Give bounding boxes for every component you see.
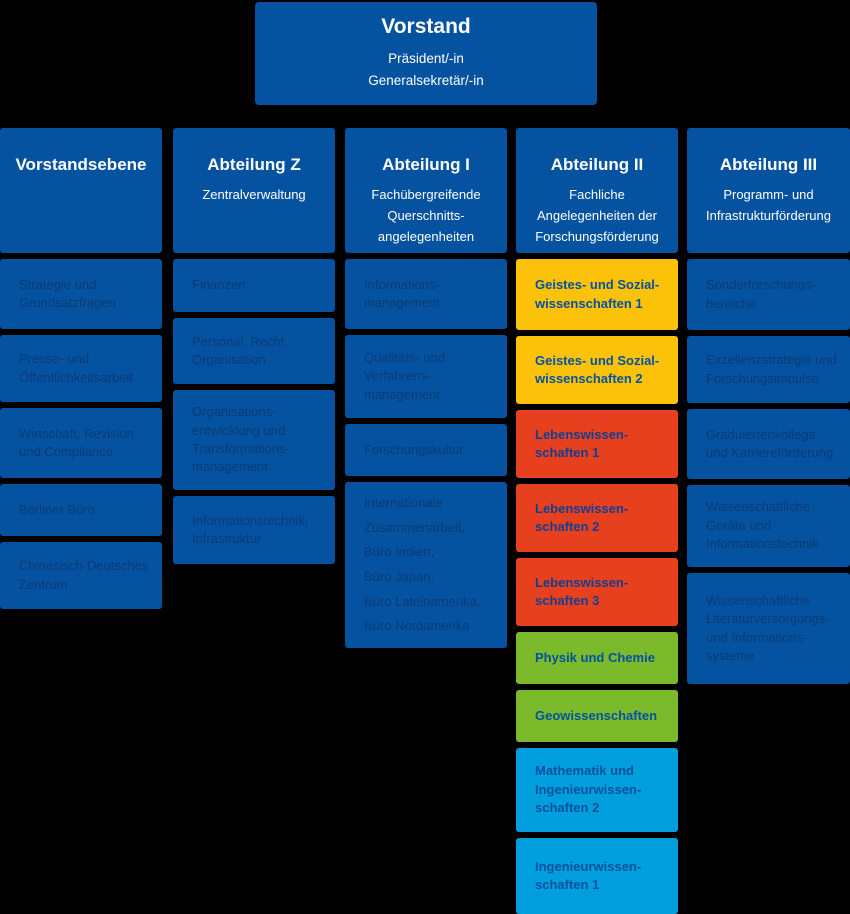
box-label: Geistes- und Sozial- wissenschaften 2	[535, 352, 660, 386]
box-label: Wissenschaftliche Geräte und Information…	[706, 499, 819, 552]
box-graduiertenkollegs-und-karrierefoerderung: Graduiertenkollegs und Karriereförderung	[687, 409, 850, 479]
box-label: Exzellenzstrategie und Forschungsimpulse	[706, 352, 837, 386]
box-label: Personal, Recht, Organisation	[192, 333, 289, 367]
box-label: Qualitäts- und Verfahrens- management	[364, 349, 445, 402]
box-label: Geowissenschaften	[535, 707, 658, 723]
box-label: Lebenswissen- schaften 3	[535, 574, 629, 608]
box-label: Informations- management	[364, 276, 440, 310]
box-label: Graduiertenkollegs und Karriereförderung	[706, 426, 834, 460]
vorstand-subtitle: Präsident/-in Generalsekretär/-in	[368, 50, 484, 88]
box-wirtschaft-revision-compliance: Wirtschaft, Revision und Compliance	[0, 408, 162, 478]
column-subtitle: Fachliche Angelegenheiten der Forschungs…	[535, 187, 659, 244]
column-abteilung-1: Abteilung I Fachübergreifende Querschnit…	[345, 128, 507, 648]
box-internationale-zusammenarbeit: Internationale Zusammenarbeit, Büro Indi…	[345, 482, 507, 648]
column-title: Vorstandsebene	[15, 155, 147, 174]
box-label: Wissenschaftliche Literaturversorgungs- …	[706, 592, 830, 663]
box-wissenschaftliche-literaturversorgungs-und-informationssysteme: Wissenschaftliche Literaturversorgungs- …	[687, 573, 850, 684]
box-berliner-buero: Berliner Büro	[0, 484, 162, 536]
vorstand-box: Vorstand Präsident/-in Generalsekretär/-…	[255, 2, 597, 105]
header-abteilung-z: Abteilung Z Zentralverwaltung	[173, 128, 335, 253]
box-sonderforschungsbereiche: Sonderforschungs- bereiche	[687, 259, 850, 330]
box-label: Informationstechnik, Infrastruktur	[192, 512, 309, 546]
header-abteilung-3: Abteilung III Programm- und Infrastruktu…	[687, 128, 850, 253]
box-wissenschaftliche-geraete-und-informationstechnik: Wissenschaftliche Geräte und Information…	[687, 485, 850, 567]
column-subtitle: Zentralverwaltung	[202, 187, 306, 202]
box-label: Ingenieurwissen- schaften 1	[535, 858, 642, 892]
box-strategie-und-grundsatzfragen: Strategie und Grundsatzfragen	[0, 259, 162, 329]
box-label: Presse- und Öffentlichkeitsarbeit	[19, 351, 133, 385]
box-mathematik-und-ingenieurwissenschaften-2: Mathematik und Ingenieurwissen- schaften…	[516, 748, 678, 832]
box-label: Forschungskultur	[364, 441, 464, 457]
box-physik-und-chemie: Physik und Chemie	[516, 632, 678, 684]
header-abteilung-1: Abteilung I Fachübergreifende Querschnit…	[345, 128, 507, 253]
column-title: Abteilung II	[550, 155, 644, 174]
box-geistes-und-sozialwissenschaften-2: Geistes- und Sozial- wissenschaften 2	[516, 336, 678, 404]
box-label: Berliner Büro	[19, 501, 95, 517]
box-label: Geistes- und Sozial- wissenschaften 1	[535, 277, 660, 311]
box-lebenswissenschaften-3: Lebenswissen- schaften 3	[516, 558, 678, 626]
box-geowissenschaften: Geowissenschaften	[516, 690, 678, 742]
box-label: Mathematik und Ingenieurwissen- schaften…	[535, 763, 642, 816]
column-title: Abteilung III	[719, 155, 818, 174]
box-forschungskultur: Forschungskultur	[345, 424, 507, 476]
box-label: Finanzen	[192, 277, 246, 293]
column-abteilung-2: Abteilung II Fachliche Angelegenheiten d…	[516, 128, 678, 914]
box-label: Physik und Chemie	[535, 649, 655, 665]
box-lebenswissenschaften-2: Lebenswissen- schaften 2	[516, 484, 678, 552]
box-label: Organisations- entwicklung und Transform…	[192, 404, 290, 475]
header-vorstandsebene: Vorstandsebene	[0, 128, 162, 253]
box-personal-recht-organisation: Personal, Recht, Organisation	[173, 318, 335, 384]
box-label: Sonderforschungs- bereiche	[706, 277, 816, 311]
box-informationsmanagement: Informations- management	[345, 259, 507, 329]
column-abteilung-3: Abteilung III Programm- und Infrastruktu…	[687, 128, 850, 684]
box-informationstechnik-infrastruktur: Informationstechnik, Infrastruktur	[173, 496, 335, 564]
vorstand-title: Vorstand	[381, 14, 471, 38]
box-label: Internationale Zusammenarbeit, Büro Indi…	[364, 494, 481, 634]
column-vorstandsebene: Vorstandsebene Strategie und Grundsatzfr…	[0, 128, 162, 609]
box-label: Wirtschaft, Revision und Compliance	[19, 425, 134, 459]
box-qualitaets-und-verfahrensmanagement: Qualitäts- und Verfahrens- management	[345, 335, 507, 418]
box-finanzen: Finanzen	[173, 259, 335, 312]
column-abteilung-z: Abteilung Z Zentralverwaltung Finanzen P…	[173, 128, 335, 564]
column-title: Abteilung I	[382, 155, 470, 174]
header-abteilung-2: Abteilung II Fachliche Angelegenheiten d…	[516, 128, 678, 253]
column-subtitle: Programm- und Infrastrukturförderung	[705, 187, 831, 223]
box-label: Strategie und Grundsatzfragen	[19, 276, 116, 310]
column-subtitle: Fachübergreifende Querschnitts- angelege…	[371, 187, 481, 244]
box-geistes-und-sozialwissenschaften-1: Geistes- und Sozial- wissenschaften 1	[516, 259, 678, 330]
column-title: Abteilung Z	[207, 155, 301, 174]
box-exzellenzstrategie-und-forschungsimpulse: Exzellenzstrategie und Forschungsimpulse	[687, 336, 850, 403]
box-ingenieurwissenschaften-1: Ingenieurwissen- schaften 1	[516, 838, 678, 914]
box-organisationsentwicklung-transformationsmanagement: Organisations- entwicklung und Transform…	[173, 390, 335, 490]
box-label: Lebenswissen- schaften 2	[535, 500, 629, 534]
box-label: Lebenswissen- schaften 1	[535, 426, 629, 460]
box-lebenswissenschaften-1: Lebenswissen- schaften 1	[516, 410, 678, 478]
box-label: Chinesisch-Deutsches Zentrum	[19, 558, 149, 592]
box-chinesisch-deutsches-zentrum: Chinesisch-Deutsches Zentrum	[0, 542, 162, 609]
box-presse-und-oeffentlichkeitsarbeit: Presse- und Öffentlichkeitsarbeit	[0, 335, 162, 402]
